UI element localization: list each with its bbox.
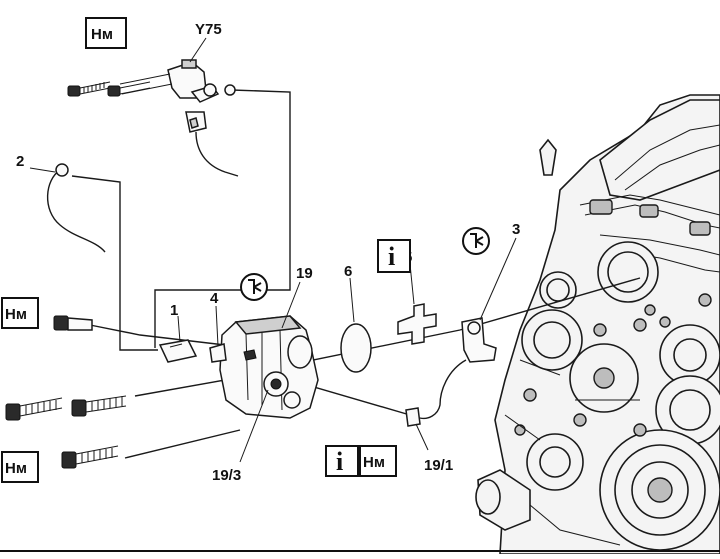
bolt-left-4 bbox=[61, 445, 119, 469]
hose-part-2 bbox=[46, 163, 106, 253]
info-badge-top: i bbox=[377, 239, 411, 273]
torque-badge-bottom-left: Нм bbox=[1, 451, 39, 483]
label-1: 1 bbox=[170, 302, 178, 319]
torque-badge-bottom: Нм bbox=[359, 445, 397, 477]
replace-symbol-left bbox=[240, 273, 268, 301]
seal-part-4 bbox=[209, 343, 227, 363]
label-y75: Y75 bbox=[195, 21, 222, 38]
label-6: 6 bbox=[344, 263, 352, 280]
label-19-1: 19/1 bbox=[424, 457, 453, 474]
label-4: 4 bbox=[210, 290, 219, 307]
torque-badge-left: Нм bbox=[1, 297, 39, 329]
bolt-left-2 bbox=[5, 397, 63, 421]
water-pump bbox=[219, 315, 319, 419]
label-19: 19 bbox=[296, 265, 313, 282]
label-leaders bbox=[29, 37, 517, 463]
svg-text:Нм: Нм bbox=[91, 26, 113, 43]
svg-text:i: i bbox=[388, 242, 395, 271]
bolt-left-1 bbox=[53, 315, 93, 331]
o-ring bbox=[340, 323, 372, 373]
label-19-3: 19/3 bbox=[212, 467, 241, 484]
replace-symbol-right bbox=[462, 227, 490, 255]
clip bbox=[397, 303, 437, 345]
bolt-top-2 bbox=[107, 81, 151, 97]
sensor bbox=[405, 317, 497, 427]
gasket-part-1 bbox=[158, 339, 198, 363]
engine-block bbox=[475, 94, 720, 555]
torque-badge-top: Нм bbox=[85, 17, 127, 49]
svg-text:Нм: Нм bbox=[5, 306, 27, 323]
svg-text:Нм: Нм bbox=[363, 454, 385, 471]
info-badge-bottom: i bbox=[325, 445, 359, 477]
bolt-left-3 bbox=[71, 395, 127, 417]
label-3: 3 bbox=[512, 221, 520, 238]
bolt-top-1 bbox=[67, 81, 111, 97]
label-2: 2 bbox=[16, 153, 24, 170]
svg-text:Нм: Нм bbox=[5, 460, 27, 477]
solenoid-valve bbox=[119, 59, 239, 177]
svg-text:i: i bbox=[336, 447, 343, 476]
